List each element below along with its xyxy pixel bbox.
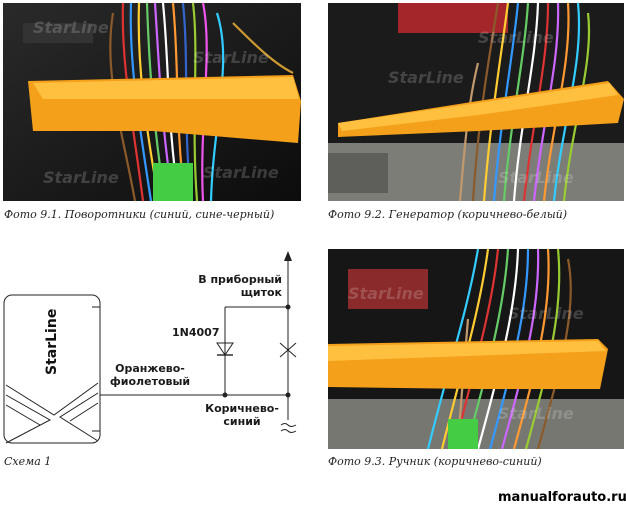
device-connector: [92, 306, 101, 432]
photo-watermark: StarLine: [43, 168, 119, 187]
photo-handbrake-image: StarLine StarLine StarLine: [328, 249, 624, 449]
wire-in-line1: Коричнево-: [205, 402, 279, 415]
junction-dot: [285, 392, 291, 398]
photo-turn-signals: StarLine StarLine StarLine StarLine: [3, 3, 301, 201]
photo-caption: Фото 9.2. Генератор (коричнево-белый): [328, 208, 568, 221]
wire-out-line2: фиолетовый: [109, 375, 191, 388]
photo-watermark: StarLine: [348, 284, 424, 303]
photo-watermark: StarLine: [498, 168, 574, 187]
junction-dot: [285, 304, 291, 310]
break-mark: [280, 423, 297, 427]
photo-caption: Фото 9.3. Ручник (коричнево-синий): [328, 455, 542, 468]
photo-watermark: StarLine: [508, 304, 584, 323]
arrow-up-icon: [284, 251, 292, 261]
wire-out-line1: Оранжево-: [115, 362, 185, 375]
wire-out-label: Оранжево- фиолетовый: [104, 362, 196, 388]
photo-watermark: StarLine: [388, 68, 464, 87]
photo-turn-signals-image: StarLine StarLine StarLine StarLine: [3, 3, 301, 201]
diode-label: 1N4007: [172, 326, 220, 339]
photo-generator: StarLine StarLine StarLine: [328, 3, 624, 201]
cut-mark: [279, 342, 297, 358]
photo-generator-image: StarLine StarLine StarLine: [328, 3, 624, 201]
wiring-schema: StarLine В приборный щиток 1N4007 Оранже…: [0, 245, 310, 450]
photo-handbrake: StarLine StarLine StarLine: [328, 249, 624, 449]
photo-watermark: StarLine: [478, 28, 554, 47]
junction-dot: [222, 392, 228, 398]
device-label: StarLine: [44, 309, 60, 375]
photo-caption: Фото 9.1. Поворотники (синий, сине-черны…: [4, 208, 275, 221]
photo-watermark: StarLine: [193, 48, 269, 67]
schema-caption: Схема 1: [4, 455, 52, 468]
diode-icon: [216, 342, 234, 356]
photo-watermark: StarLine: [498, 404, 574, 423]
site-watermark: manualforauto.ru: [498, 490, 626, 505]
wire-in-line2: синий: [223, 415, 261, 428]
wire-in-label: Коричнево- синий: [200, 402, 284, 428]
dest-label-line2: щиток: [240, 286, 282, 299]
photo-watermark: StarLine: [33, 18, 109, 37]
photo-watermark: StarLine: [203, 163, 279, 182]
device-decor: [5, 382, 99, 416]
dest-label: В приборный щиток: [180, 273, 282, 299]
wiring-schema-drawing: StarLine: [3, 251, 297, 444]
dest-label-line1: В приборный: [198, 273, 282, 286]
